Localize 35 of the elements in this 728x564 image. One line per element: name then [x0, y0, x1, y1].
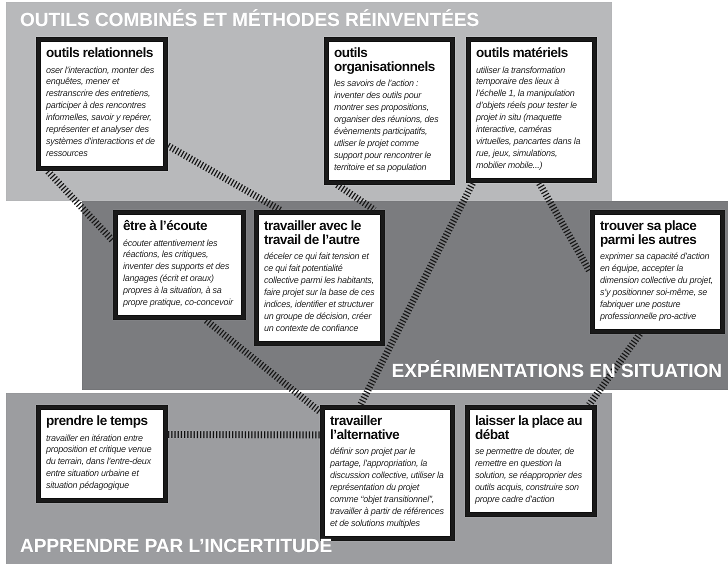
text-card: [254, 210, 385, 346]
hatched-connector: [357, 182, 476, 407]
text-card: [324, 37, 455, 185]
hatched-connector: [586, 332, 643, 408]
band-heading: OUTILS COMBINÉS ET MÉTHODES RÉINVENTÉES: [20, 11, 480, 30]
card-title: être à l’écoute: [123, 219, 208, 232]
group-band: [6, 2, 612, 201]
card-title: outils relationnels: [46, 46, 154, 60]
card-description: exprimer sa capacité d’action en équipe, accepter la dimension collective du projet, s’y positionner soi-même, se fabriquer une posture professionnelle pro-active: [600, 251, 714, 323]
text-card: [36, 37, 168, 172]
card-title: outils matériels: [476, 46, 569, 60]
card-title: trouver sa place parmi les autres: [600, 219, 698, 246]
card-description: se permettre de douter, de remettre en question la solution, se réapproprier des outils acquis, construire son propre cadre d’action: [475, 446, 583, 506]
card-description: définir son projet par le partage, l’appropriation, la discussion collective, utiliser la représentation du projet comme “objet transitionnel”, travailler à partir de références et de solutions multiples: [330, 446, 445, 530]
card-description: oser l’interaction, monter des enquêtes, mener et restranscrire des entretiens, participer à des rencontres informelles, savoir y repérer, représenter et analyser des systèmes d’interactions et de ressources: [46, 64, 156, 160]
text-card: [466, 37, 597, 184]
card-title: prendre le temps: [46, 414, 149, 428]
card-description: les savoirs de l’action : inventer des outils pour montrer ses propositions, organiser des réunions, des évènements participatifs, utliser le projet comme support pour rencontrer le territoire et sa population: [334, 78, 440, 174]
text-card: [465, 405, 597, 517]
group-band: [82, 201, 728, 390]
band-heading: APPRENDRE PAR L’INCERTITUDE: [20, 537, 332, 556]
card-title: laisser la place au débat: [475, 414, 584, 441]
card-title: travailler avec le travail de l’autre: [264, 219, 362, 246]
text-card: [113, 210, 246, 320]
text-card: [36, 405, 168, 504]
card-title: outils organisationnels: [334, 46, 436, 73]
card-title: travailler l’alternative: [330, 414, 400, 441]
text-card: [590, 210, 725, 334]
hatched-connector: [168, 431, 320, 438]
card-description: travailler en itération entre proposition et critique venue du terrain, dans l’entre-deux entre situation urbaine et situation pédagogique: [46, 432, 152, 492]
group-band: [6, 393, 612, 564]
hatched-connector: [204, 318, 322, 415]
card-description: utiliser la transformation temporaire des lieux à l’échelle 1, la manipulation d’objets réels pour tester le projet in situ (maquette interactive, caméras virtuelles, pancartes dans la rue, jeux, simulations, mobilier mobile...): [476, 64, 582, 172]
card-description: écouter attentivement les réactions, les critiques, inventer des supports et des langages (écrit et oraux) propres à la situation, à sa propre pratique, co-concevoir: [123, 238, 234, 310]
card-description: déceler ce qui fait tension et ce qui fait potentialité collective parmi les habitants, faire projet sur la base de ces indices, identifier et structurer un groupe de décision, créer un contexte de confiance: [264, 251, 376, 335]
